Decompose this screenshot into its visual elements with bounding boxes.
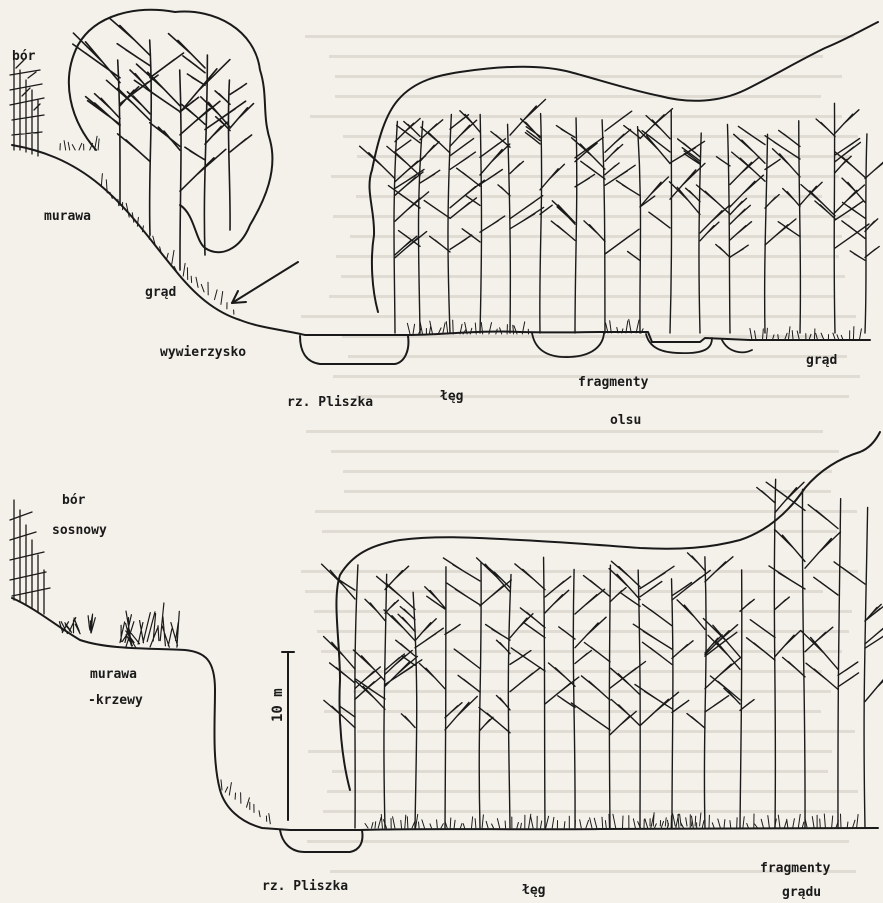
label-top-grad-left: grąd <box>145 286 176 299</box>
label-bottom-murawa: murawa <box>90 668 137 681</box>
top-right-tree-6-branches <box>521 119 565 215</box>
bottom-bank-grass <box>221 780 270 824</box>
bottom-tree-4-trunk <box>445 567 446 828</box>
top-left-tree-3-branches <box>134 60 230 192</box>
label-scale: 10 m <box>270 688 286 722</box>
top-pool-3 <box>722 340 752 352</box>
top-left-tree-1-branches <box>73 33 158 126</box>
top-pool-1 <box>532 333 604 357</box>
top-right-tree-2-trunk <box>418 121 422 333</box>
top-right-tree-16-trunk <box>865 134 867 333</box>
top-right-tree-9-branches <box>616 109 672 261</box>
bottom-profile <box>10 432 883 852</box>
label-top-river: rz. Pliszka <box>287 396 373 409</box>
label-bottom-river: rz. Pliszka <box>262 880 348 893</box>
label-bottom-krzewy: -krzewy <box>88 694 143 707</box>
bottom-tree-7-trunk <box>544 557 545 828</box>
top-right-tree-6-trunk <box>540 114 542 333</box>
bottom-river-channel <box>280 830 363 852</box>
bottom-tree-5-trunk <box>479 563 481 828</box>
label-top-wywierzysko: wywierzysko <box>160 346 246 359</box>
top-ground-line <box>12 145 870 342</box>
label-top-olsu: olsu <box>610 414 641 427</box>
label-bottom-sosnowy: sosnowy <box>52 524 107 537</box>
bottom-tree-15-trunk <box>802 489 805 828</box>
bottom-trees <box>322 479 883 828</box>
bottom-tree-9-trunk <box>609 565 610 828</box>
top-left-tree-5-branches <box>201 84 254 152</box>
bottom-tree-17-branches <box>834 562 883 702</box>
label-top-fragmenty: fragmenty <box>578 376 648 389</box>
top-left-canopy <box>69 10 273 252</box>
bottom-canopy <box>336 432 880 790</box>
top-right-tree-14-trunk <box>799 121 801 333</box>
top-right-trees <box>360 99 883 333</box>
label-bottom-bor: bór <box>62 494 85 507</box>
top-river-channel <box>300 336 408 364</box>
bottom-tree-13-trunk <box>740 570 742 828</box>
top-pool-2 <box>646 334 712 353</box>
top-right-tree-13-trunk <box>765 134 768 333</box>
top-right-tree-3-branches <box>421 115 485 252</box>
top-right-tree-7-trunk <box>575 118 577 333</box>
top-pine-thicket <box>10 60 44 156</box>
bottom-tree-14-trunk <box>774 479 775 828</box>
bottom-tree-16-branches <box>801 505 859 690</box>
bottom-shrub-cluster <box>120 603 179 648</box>
top-sedge-clump <box>606 319 644 333</box>
bottom-tree-17-trunk <box>864 507 868 828</box>
bottom-shrubs <box>59 603 179 648</box>
top-right-tree-12-trunk <box>727 124 730 333</box>
bottom-tree-16-trunk <box>838 499 841 828</box>
top-left-trees <box>73 18 254 270</box>
bottom-pine-thicket <box>10 500 50 614</box>
bottom-tree-12-trunk <box>704 557 706 828</box>
top-right-tree-3-trunk <box>448 115 451 333</box>
top-right-tree-4-trunk <box>480 115 481 333</box>
bottom-tree-6-trunk <box>508 575 511 828</box>
label-bottom-gradu: grądu <box>782 886 821 899</box>
bottom-tree-10-trunk <box>638 570 640 828</box>
label-bottom-leg: łęg <box>522 884 545 897</box>
label-top-bor: bór <box>12 50 35 63</box>
bottom-tree-13-branches <box>703 599 754 710</box>
top-profile <box>10 10 883 364</box>
top-wywierzysko-arrow <box>232 262 298 303</box>
label-top-grad-right: grąd <box>806 354 837 367</box>
bottom-undergrowth <box>221 780 858 828</box>
bottom-floodplain-grass <box>365 814 858 828</box>
label-top-leg: łęg <box>440 390 463 403</box>
top-left-tree-3-trunk <box>180 70 181 270</box>
top-right-tree-10-trunk <box>670 110 672 333</box>
top-right-tree-5-branches <box>491 99 546 228</box>
bottom-tree-8-trunk <box>573 570 575 828</box>
top-right-grass <box>750 327 862 340</box>
bottom-tree-1-branches <box>322 564 381 728</box>
bottom-tree-3-trunk <box>413 592 417 828</box>
label-bottom-fragmenty: fragmenty <box>760 862 830 875</box>
bottom-tree-4-branches <box>420 587 478 730</box>
label-top-murawa: murawa <box>44 210 91 223</box>
bottom-tree-9-branches <box>571 576 645 735</box>
bottom-tree-11-trunk <box>672 579 673 828</box>
top-right-canopy <box>369 22 878 312</box>
top-left-tree-2-trunk <box>150 40 152 235</box>
bottom-fern-clump <box>650 813 701 826</box>
